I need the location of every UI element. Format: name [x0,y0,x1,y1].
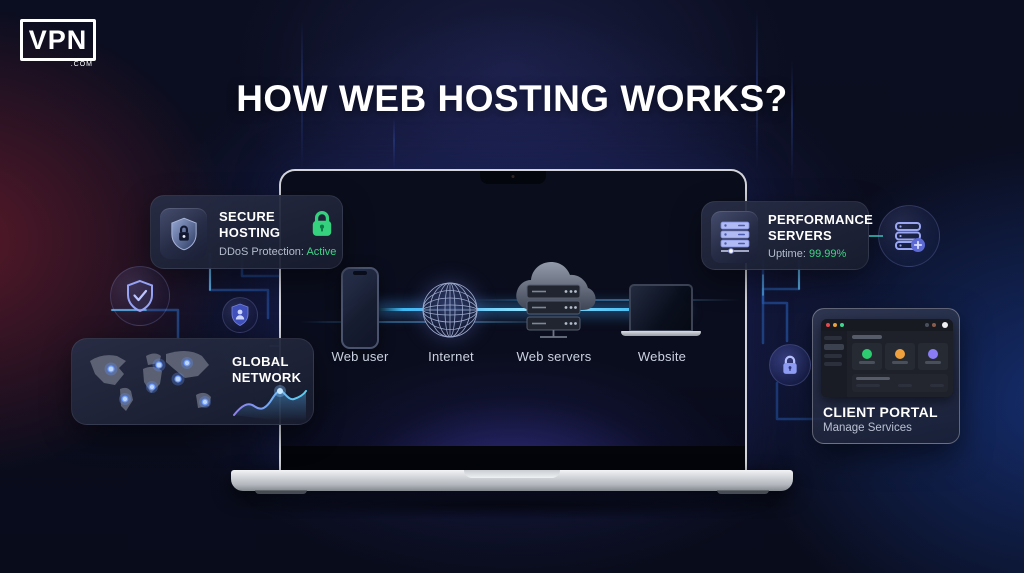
world-map [90,350,211,411]
window-titlebar [821,319,953,331]
laptop-base [231,470,793,494]
dashboard-sidebar [821,331,847,397]
network-sparkline [233,385,307,421]
dashboard-tile [885,343,915,370]
light-streak [393,118,395,170]
minimize-icon [833,323,837,327]
close-icon [826,323,830,327]
phone-notch [353,271,367,275]
circuit-lines-right [761,259,825,421]
ddos-label: DDoS Protection: [219,246,304,258]
performance-servers-card: PERFORMANCE SERVERS Uptime: 99.99% [701,201,874,270]
light-streak [470,299,740,301]
titlebar-icon [925,323,929,327]
status-dot-orange [895,349,905,360]
dashboard-main [847,331,953,397]
client-portal-card: CLIENT PORTAL Manage Services [812,308,960,444]
global-network-title: GLOBAL NETWORK [232,354,302,385]
vpn-logo-text: VPN [28,24,88,55]
uptime-stat: Uptime: 99.99% [768,248,846,260]
website-laptop-icon [629,284,693,332]
performance-servers-title: PERFORMANCE SERVERS [768,212,874,243]
secure-hosting-title: SECURE HOSTING [219,209,281,240]
laptop-shadow [212,492,812,518]
client-portal-title: CLIENT PORTAL [823,404,938,420]
lock-icon [769,344,811,386]
titlebar-icon [932,323,936,327]
shield-check-icon [110,266,170,326]
laptop-notch [480,171,546,184]
light-streak [791,60,793,180]
website-laptop-base [621,331,701,336]
client-portal-dashboard-preview [821,319,953,397]
dashboard-tile [852,343,882,370]
dashboard-tile [918,343,948,370]
status-dot-green [862,349,872,360]
status-dot-purple [928,349,938,360]
laptop-foot [255,490,307,494]
flow-label-web-user: Web user [331,349,389,364]
secure-hosting-stat: DDoS Protection: Active [219,246,349,258]
connector-line [869,235,883,237]
ddos-status-value: Active [306,246,337,258]
globe-icon [419,279,481,341]
vpn-logo-tld: .COM [70,61,93,68]
smartphone-icon [341,267,379,349]
shield-user-icon [222,297,258,333]
uptime-value: 99.99% [808,248,847,260]
server-stack-icon [711,211,758,263]
maximize-icon [840,323,844,327]
database-badge-icon [878,205,940,267]
laptop-base-notch [464,470,560,478]
uptime-label: Uptime: [768,248,806,260]
flow-label-web-servers: Web servers [516,349,592,364]
client-portal-subtitle: Manage Services [823,422,912,434]
flow-label-internet: Internet [428,349,474,364]
vpn-logo: VPN .COM [20,19,96,68]
dashboard-manage-section [852,374,948,392]
green-lock-icon [309,209,335,239]
global-network-card: GLOBAL NETWORK [71,338,314,425]
page-title: HOW WEB HOSTING WORKS? [236,78,788,119]
laptop-bezel [281,446,745,470]
light-streak [756,10,758,170]
cloud-servers-icon [509,256,599,344]
laptop-foot [717,490,769,494]
secure-hosting-card: SECURE HOSTING DDoS Protection: Active [150,195,343,269]
shield-lock-icon [160,208,207,259]
avatar [942,322,948,328]
camera-icon [511,175,515,178]
light-streak [301,20,303,170]
flow-label-website: Website [637,349,687,364]
